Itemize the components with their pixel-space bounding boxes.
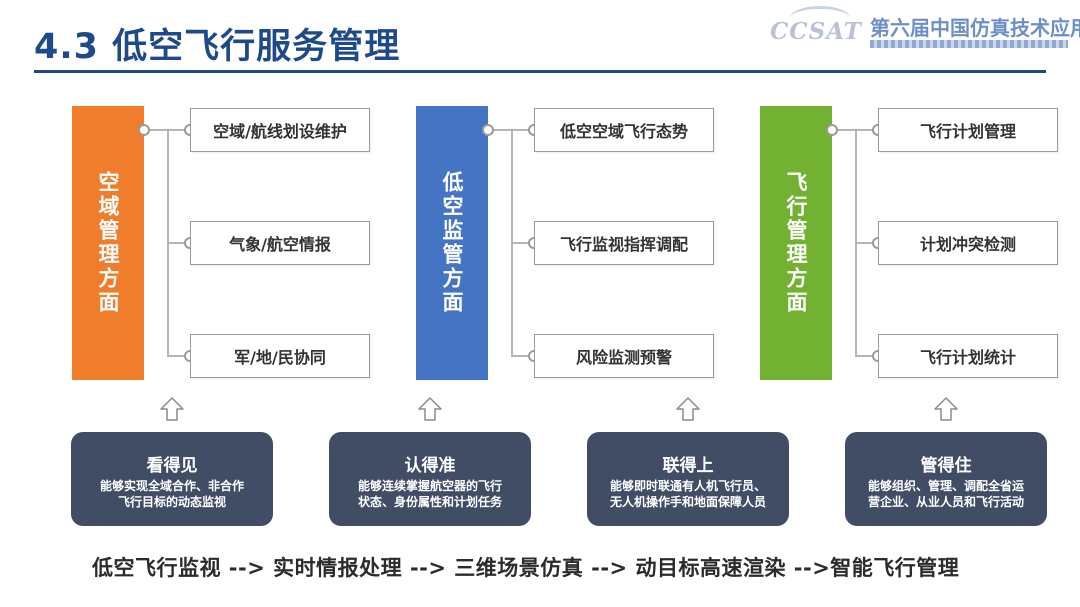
- connector-line: [855, 355, 878, 357]
- card-heading: 联得上: [662, 456, 714, 476]
- card-line: 营企业、从业人员和飞行活动: [867, 495, 1024, 509]
- category-bar-flight-management: 飞行管理方面: [760, 106, 832, 380]
- card-line: 状态、身份属性和计划任务: [357, 495, 502, 509]
- connector-line: [855, 242, 878, 244]
- connector-line: [167, 355, 190, 357]
- connector-line: [511, 355, 534, 357]
- item-box: 飞行监视指挥调配: [534, 221, 714, 265]
- capability-card-identify: 认得准 能够连续掌握航空器的飞行 状态、身份属性和计划任务: [329, 432, 531, 526]
- up-arrow-icon: [418, 397, 442, 421]
- card-line: 飞行目标的动态监视: [117, 495, 226, 509]
- logo-conference-name: 第六届中国仿真技术应用大会: [870, 16, 1080, 40]
- capability-card-manage: 管得住 能够组织、管理、调配全省运 营企业、从业人员和飞行活动: [845, 432, 1047, 526]
- connector-line: [167, 242, 190, 244]
- connector-dot: [482, 124, 494, 136]
- category-label: 低空监管方面: [440, 171, 464, 315]
- logo-subtitle-band: [870, 40, 1068, 48]
- card-heading: 看得见: [146, 456, 198, 476]
- item-box: 气象/航空情报: [190, 221, 370, 265]
- logo-swoosh-icon: [790, 6, 850, 30]
- up-arrow-icon: [676, 397, 700, 421]
- card-description: 能够连续掌握航空器的飞行 状态、身份属性和计划任务: [339, 478, 521, 510]
- item-box: 低空空域飞行态势: [534, 108, 714, 152]
- card-line: 无人机操作手和地面保障人员: [609, 495, 766, 509]
- item-box: 计划冲突检测: [878, 221, 1058, 265]
- conference-logo: CCSAT 第六届中国仿真技术应用大会: [770, 6, 1080, 62]
- capability-card-see: 看得见 能够实现全域合作、非合作 飞行目标的动态监视: [71, 432, 273, 526]
- item-box: 军/地/民协同: [190, 334, 370, 378]
- category-label: 空域管理方面: [96, 171, 120, 315]
- category-label: 飞行管理方面: [784, 171, 808, 315]
- item-box: 空域/航线划设维护: [190, 108, 370, 152]
- card-description: 能够实现全域合作、非合作 飞行目标的动态监视: [81, 478, 263, 510]
- card-heading: 管得住: [920, 456, 972, 476]
- capability-card-connect: 联得上 能够即时联通有人机飞行员、 无人机操作手和地面保障人员: [587, 432, 789, 526]
- connector-dot: [826, 124, 838, 136]
- card-line: 能够组织、管理、调配全省运: [867, 479, 1024, 493]
- card-description: 能够即时联通有人机飞行员、 无人机操作手和地面保障人员: [597, 478, 779, 510]
- process-chain: 低空飞行监视 --> 实时情报处理 --> 三维场景仿真 --> 动目标高速渲染…: [92, 556, 960, 580]
- card-line: 能够实现全域合作、非合作: [99, 479, 244, 493]
- card-line: 能够即时联通有人机飞行员、: [609, 479, 766, 493]
- item-box: 飞行计划统计: [878, 334, 1058, 378]
- card-description: 能够组织、管理、调配全省运 营企业、从业人员和飞行活动: [855, 478, 1037, 510]
- logo-mark: CCSAT: [770, 18, 862, 45]
- page-title: 4.3 低空飞行服务管理: [34, 27, 401, 67]
- up-arrow-icon: [160, 397, 184, 421]
- item-box: 风险监测预警: [534, 334, 714, 378]
- card-heading: 认得准: [404, 456, 456, 476]
- connector-line: [511, 242, 534, 244]
- category-bar-airspace: 空域管理方面: [72, 106, 144, 380]
- item-box: 飞行计划管理: [878, 108, 1058, 152]
- category-bar-supervision: 低空监管方面: [416, 106, 488, 380]
- card-line: 能够连续掌握航空器的飞行: [357, 479, 502, 493]
- title-underline: [34, 70, 1046, 73]
- up-arrow-icon: [934, 397, 958, 421]
- connector-dot: [138, 124, 150, 136]
